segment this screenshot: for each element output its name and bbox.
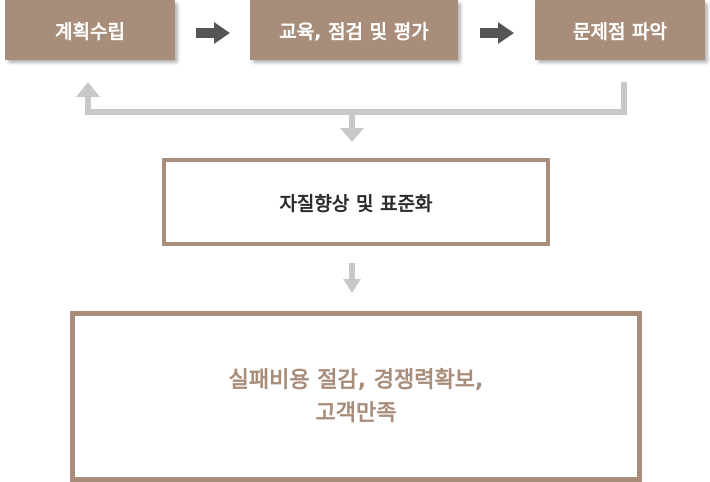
step-problem-box: 문제점 파악 — [535, 0, 705, 60]
step-plan-label: 계획수립 — [55, 20, 125, 43]
down-arrow-icon — [340, 128, 364, 142]
improvement-label: 자질향상 및 표준화 — [279, 192, 433, 215]
step-plan-box: 계획수립 — [5, 0, 175, 60]
step-training-label: 교육, 점검 및 평가 — [279, 20, 429, 43]
result-line-1: 실패비용 절감, 경쟁력확보, — [228, 367, 484, 393]
right-arrow-icon — [480, 22, 514, 44]
feedback-connector — [76, 82, 627, 142]
result-box: 실패비용 절감, 경쟁력확보, 고객만족 — [70, 311, 642, 482]
step-problem-label: 문제점 파악 — [572, 20, 667, 43]
result-line-2: 고객만족 — [315, 400, 397, 426]
step-training-box: 교육, 점검 및 평가 — [250, 0, 458, 60]
right-arrow-icon — [196, 22, 230, 44]
down-arrow-icon — [343, 263, 361, 293]
improvement-box: 자질향상 및 표준화 — [162, 158, 550, 246]
up-arrow-icon — [76, 82, 100, 97]
